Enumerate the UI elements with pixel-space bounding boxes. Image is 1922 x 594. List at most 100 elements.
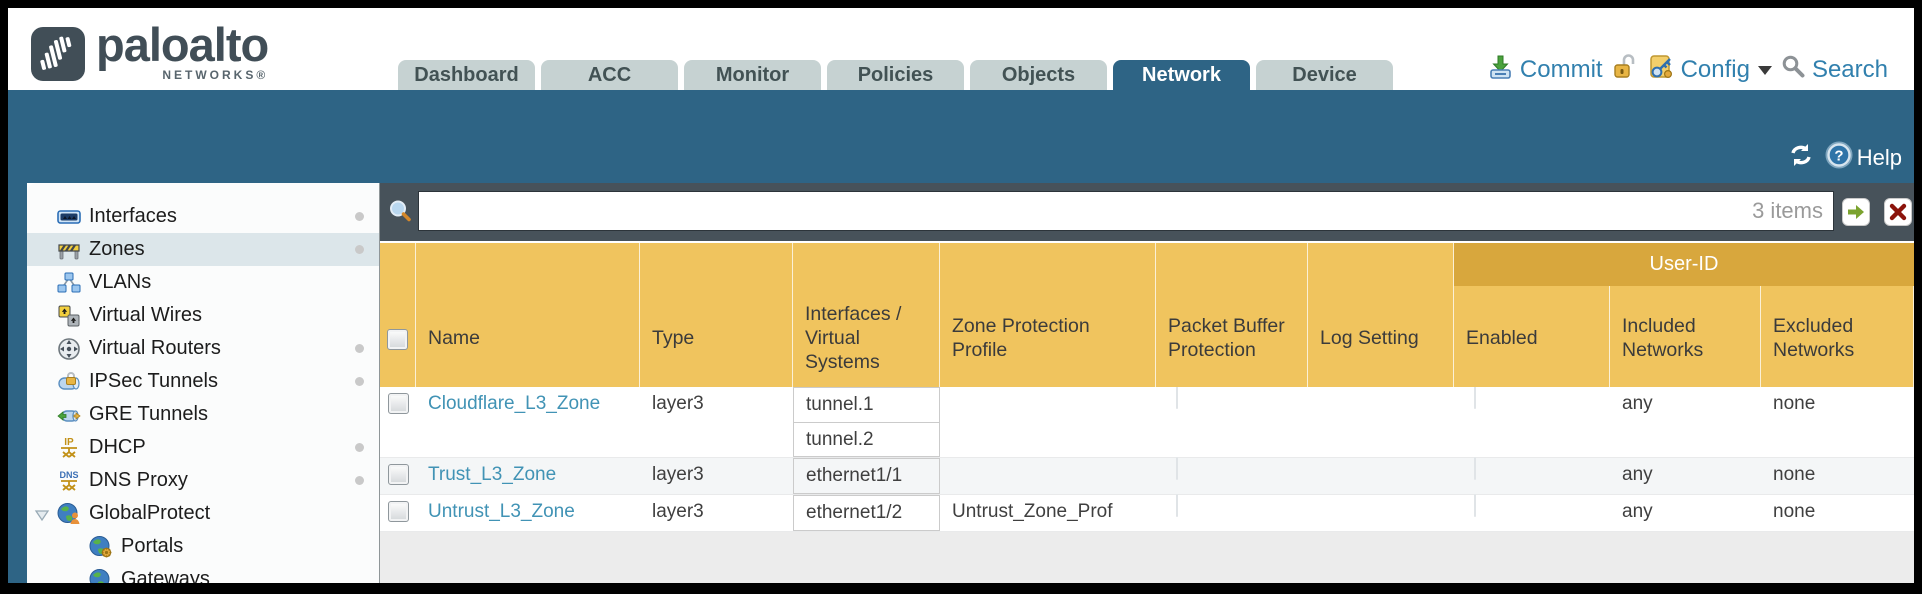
sidebar-item-interfaces[interactable]: Interfaces (27, 200, 379, 233)
column-header-excluded-networks[interactable]: Excluded Networks (1761, 243, 1914, 387)
sidebar-item-label: IPSec Tunnels (89, 370, 218, 392)
config-menu[interactable]: Config (1647, 53, 1772, 88)
sidebar-item-label: Interfaces (89, 205, 177, 227)
packet-buffer-cell (1156, 494, 1308, 531)
column-header-label: Enabled (1466, 327, 1538, 350)
vlans-icon (57, 271, 81, 295)
zones-icon (57, 238, 81, 262)
column-header-name[interactable]: Name (416, 243, 640, 387)
zone-name-link[interactable]: Trust_L3_Zone (428, 464, 557, 485)
sidebar-item-ipsec-tunnels[interactable]: IPSec Tunnels (27, 365, 379, 398)
sidebar-item-label: GlobalProtect (89, 502, 211, 524)
sidebar-item-label: DNS Proxy (89, 469, 188, 491)
config-icon (1647, 53, 1675, 88)
tab-policies[interactable]: Policies (827, 60, 964, 90)
interface-item: tunnel.2 (793, 422, 940, 457)
brand-logo: paloalto NETWORKS® (30, 20, 269, 87)
row-select-checkbox[interactable] (387, 501, 409, 522)
filter-input[interactable]: 3 items (418, 191, 1834, 231)
svg-text:IP: IP (64, 437, 74, 448)
zone-protection-cell: Untrust_Zone_Prof (952, 501, 1113, 522)
row-select-checkbox[interactable] (387, 393, 409, 414)
column-header-type[interactable]: Type (640, 243, 793, 387)
dns-proxy-icon: DNS (57, 469, 81, 493)
zone-protection-cell (940, 458, 1156, 494)
packet-buffer-checkbox[interactable] (1176, 457, 1178, 480)
sidebar-item-zones[interactable]: Zones (27, 233, 379, 266)
column-header-zone-protection-profile[interactable]: Zone Protection Profile (940, 243, 1156, 387)
user-id-enabled-cell (1454, 457, 1610, 494)
column-header-label: Included Networks (1622, 315, 1704, 361)
sidebar-item-label: Gateways (121, 568, 210, 583)
user-id-enabled-checkbox[interactable] (1474, 386, 1476, 409)
excluded-networks-cell: none (1773, 501, 1816, 522)
column-header-interfaces-virtual-systems[interactable]: Interfaces / Virtual Systems (793, 243, 940, 387)
tab-network[interactable]: Network (1113, 60, 1250, 90)
commit-button[interactable]: Commit (1487, 53, 1603, 87)
user-id-enabled-checkbox[interactable] (1474, 494, 1476, 517)
globalprotect-icon (57, 502, 81, 526)
user-id-enabled-cell (1454, 494, 1610, 531)
interfaces-cell: ethernet1/1 (793, 458, 940, 494)
select-all-checkbox[interactable] (387, 328, 408, 350)
lock-icon[interactable] (1612, 53, 1638, 88)
commit-icon (1487, 53, 1514, 87)
sidebar-item-dns-proxy[interactable]: DNS DNS Proxy (27, 464, 379, 497)
log-setting-cell (1308, 458, 1454, 494)
sidebar-item-portals[interactable]: Portals (27, 530, 379, 563)
sidebar-item-gre-tunnels[interactable]: GRE Tunnels (27, 398, 379, 431)
column-header-packet-buffer-protection[interactable]: Packet Buffer Protection (1156, 243, 1308, 387)
clear-filter-button[interactable] (1884, 198, 1912, 226)
column-header-log-setting[interactable]: Log Setting (1308, 243, 1454, 387)
sidebar-item-label: Portals (121, 535, 184, 557)
zone-name-link[interactable]: Cloudflare_L3_Zone (428, 393, 601, 414)
status-dot (355, 476, 364, 485)
packet-buffer-checkbox[interactable] (1176, 386, 1178, 409)
help-button[interactable]: ? Help (1825, 141, 1902, 175)
status-dot (355, 443, 364, 452)
svg-text:?: ? (1834, 148, 1843, 165)
user-id-enabled-checkbox[interactable] (1474, 457, 1476, 480)
tab-objects[interactable]: Objects (970, 60, 1107, 90)
included-networks-cell: any (1622, 464, 1653, 485)
tab-dashboard[interactable]: Dashboard (398, 60, 535, 90)
tab-acc[interactable]: ACC (541, 60, 678, 90)
interfaces-cell: ethernet1/2 (793, 495, 940, 531)
tab-monitor[interactable]: Monitor (684, 60, 821, 90)
interface-item: ethernet1/2 (793, 495, 940, 531)
sidebar-item-vlans[interactable]: VLANs (27, 266, 379, 299)
included-networks-cell: any (1622, 501, 1653, 522)
svg-text:DNS: DNS (59, 470, 78, 480)
packet-buffer-cell (1156, 386, 1308, 457)
sidebar-item-gateways[interactable]: Gateways (27, 563, 379, 583)
column-header-enabled[interactable]: Enabled (1454, 243, 1610, 387)
sidebar-item-label: VLANs (89, 271, 152, 293)
virtual-wires-icon (57, 304, 81, 328)
apply-filter-button[interactable] (1842, 198, 1870, 226)
packet-buffer-checkbox[interactable] (1176, 494, 1178, 517)
dhcp-icon: IP (57, 436, 81, 460)
packet-buffer-cell (1156, 457, 1308, 494)
zone-name-link[interactable]: Untrust_L3_Zone (428, 501, 575, 522)
sidebar-item-label: GRE Tunnels (89, 403, 208, 425)
sidebar-item-virtual-routers[interactable]: Virtual Routers (27, 332, 379, 365)
row-select-checkbox[interactable] (387, 464, 409, 485)
sidebar-item-virtual-wires[interactable]: Virtual Wires (27, 299, 379, 332)
sidebar-item-globalprotect[interactable]: GlobalProtect (27, 497, 379, 530)
refresh-icon[interactable] (1787, 142, 1815, 174)
expander-down-icon[interactable] (34, 506, 50, 522)
ipsec-tunnels-icon (57, 370, 81, 394)
tab-device[interactable]: Device (1256, 60, 1393, 90)
column-header-included-networks[interactable]: Included Networks (1610, 243, 1761, 387)
search-button[interactable]: Search (1781, 54, 1888, 86)
column-header-label: Excluded Networks (1773, 315, 1855, 361)
zone-protection-cell (940, 387, 1156, 457)
zone-type-cell: layer3 (652, 393, 704, 414)
